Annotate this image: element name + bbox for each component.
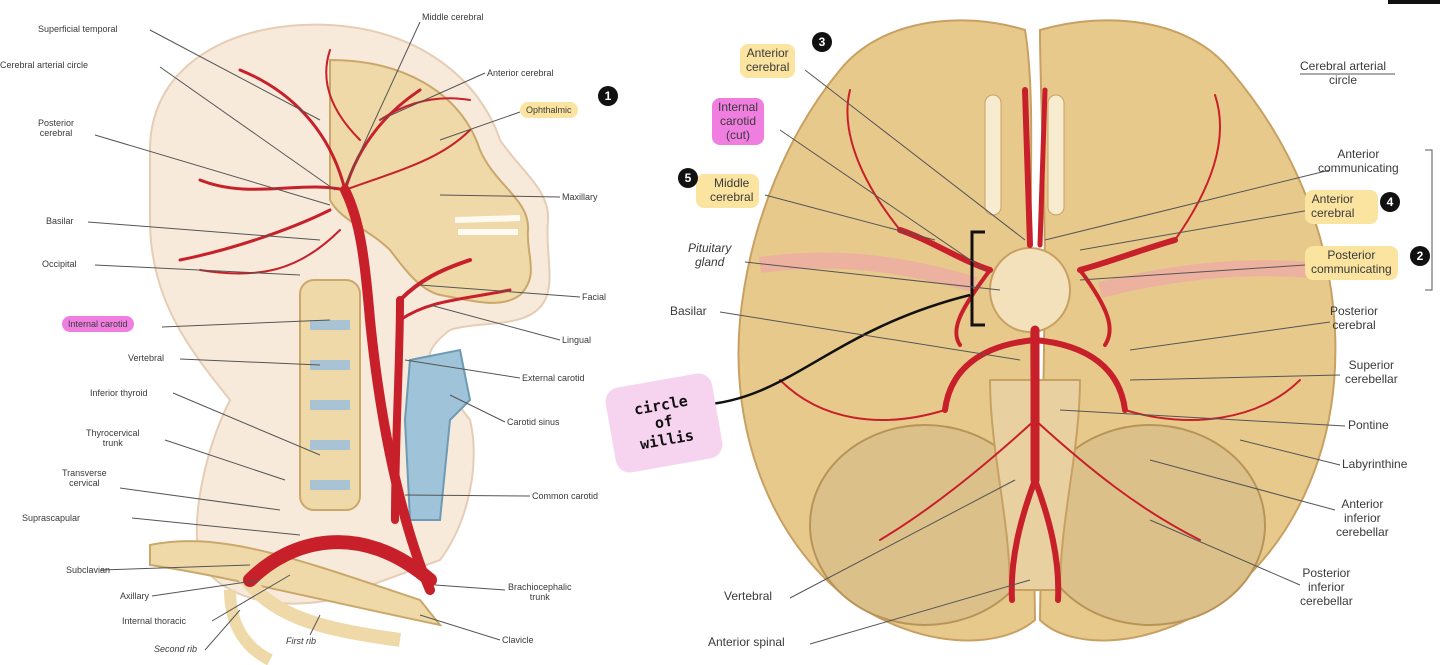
teeth [454, 215, 521, 235]
badge-ophthalmic: 1 [598, 86, 618, 106]
badge-anterior-cerebral-top: 3 [812, 32, 832, 52]
label-pituitary-gland: Pituitary gland [688, 241, 732, 269]
label-internal-thoracic: Internal thoracic [122, 616, 187, 626]
label-vertebral-right: Vertebral [724, 589, 773, 603]
badge-posterior-communicating: 2 [1410, 246, 1430, 266]
clavicle-bone [149, 540, 443, 627]
badge-middle-cerebral: 5 [678, 168, 698, 188]
label-anterior-cerebral: Anterior cerebral [487, 68, 554, 78]
label-transverse-cervical: Transverse cervical [62, 468, 107, 489]
vessel-band-right [1098, 260, 1311, 298]
leader-lines-left [87, 21, 581, 651]
label-posterior-cerebral-right: Posterior cerebral [1330, 304, 1379, 332]
circle-bracket [970, 230, 985, 327]
label-lingual: Lingual [562, 335, 592, 345]
trachea [403, 348, 472, 521]
annotation-connector [699, 293, 971, 407]
label-suprascapular: Suprascapular [22, 513, 81, 523]
label-basilar-right: Basilar [670, 304, 707, 318]
cervical-spine [299, 279, 361, 511]
label-clavicle: Clavicle [502, 635, 534, 645]
label-middle-cerebral: Middle cerebral [422, 12, 484, 22]
second-rib-bone [224, 589, 273, 665]
label-subclavian: Subclavian [66, 565, 111, 575]
label-thyrocervical-trunk: Thyrocervical trunk [86, 428, 140, 449]
label-axillary: Axillary [120, 591, 150, 601]
corner-mark [1388, 0, 1440, 4]
label-occipital: Occipital [42, 259, 77, 269]
label-external-carotid: External carotid [522, 373, 585, 383]
label-superior-cerebellar: Superior cerebellar [1345, 358, 1398, 386]
label-cerebral-arterial-circle: Cerebral arterial circle [0, 60, 89, 70]
label-anterior-cerebral-right: Anterior cerebral [1305, 190, 1379, 224]
label-pontine: Pontine [1348, 418, 1389, 432]
label-facial: Facial [582, 292, 607, 302]
vessel-band-left [758, 252, 978, 293]
label-posterior-cerebral: Posterior cerebral [38, 118, 75, 139]
label-anterior-cerebral-top: Anterior cerebral [740, 44, 796, 78]
label-maxillary: Maxillary [562, 192, 598, 202]
olfactory-right [1047, 94, 1065, 216]
leader-lines-right [719, 69, 1433, 645]
label-labyrinthine: Labyrinthine [1342, 457, 1408, 471]
label-ophthalmic: Ophthalmic [520, 102, 578, 119]
brain-arteries [779, 87, 1301, 603]
label-anterior-spinal: Anterior spinal [708, 635, 785, 649]
brain-illustration [699, 19, 1337, 642]
label-brachiocephalic-trunk: Brachiocephalic trunk [508, 582, 572, 603]
left-arteries [178, 49, 512, 595]
label-first-rib: First rib [286, 636, 316, 646]
label-cerebral-arterial-circle-right: Cerebral arterial circle [1300, 59, 1387, 87]
label-second-rib: Second rib [154, 644, 198, 654]
label-internal-carotid: Internal carotid [62, 316, 134, 333]
label-posterior-inferior-cerebellar: Posterior inferior cerebellar [1300, 566, 1353, 608]
olfactory-left [984, 94, 1002, 216]
label-middle-cerebral-right: Middle cerebral [696, 174, 760, 208]
pituitary-region [989, 247, 1071, 333]
label-carotid-sinus: Carotid sinus [507, 417, 560, 427]
label-common-carotid: Common carotid [532, 491, 599, 501]
label-vertebral: Vertebral [128, 353, 165, 363]
circle-of-willis-text: circle of willis [632, 391, 696, 453]
label-anterior-inferior-cerebellar: Anterior inferior cerebellar [1336, 497, 1389, 539]
label-inferior-thyroid: Inferior thyroid [90, 388, 148, 398]
label-anterior-communicating: Anterior communicating [1318, 147, 1399, 175]
badge-anterior-cerebral-right: 4 [1380, 192, 1400, 212]
label-internal-carotid-cut: Internal carotid (cut) [712, 98, 765, 146]
label-posterior-communicating: Posterior communicating [1305, 246, 1398, 280]
label-basilar: Basilar [46, 216, 74, 226]
label-superficial-temporal: Superficial temporal [38, 24, 118, 34]
head-neck-illustration [149, 23, 551, 665]
